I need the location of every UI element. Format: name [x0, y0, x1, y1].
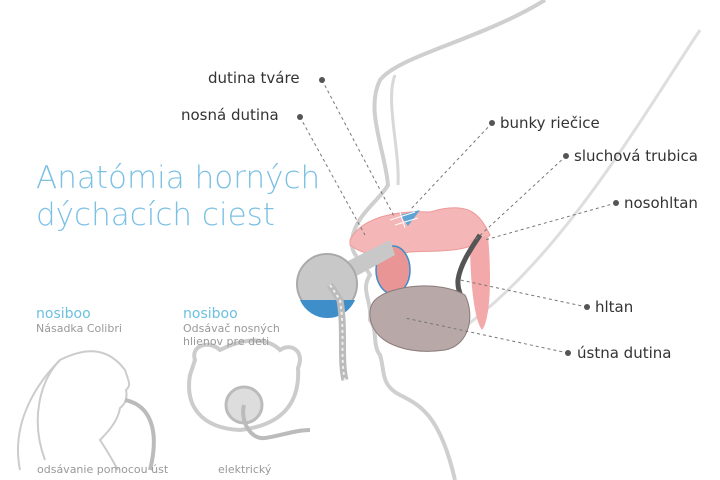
label-nosohltan: nosohltan — [624, 194, 698, 212]
label-sluchova-trubica: sluchová trubica — [574, 147, 698, 165]
girl-silhouette — [17, 350, 131, 471]
brand-logo: nosiboo — [183, 306, 238, 322]
page-title: Anatómia horných dýchacích ciest — [36, 160, 321, 233]
leader-lines — [299, 79, 617, 354]
product-name: Násadka Colibri — [36, 322, 122, 335]
bear-device — [187, 338, 302, 433]
brand-logo: nosiboo — [36, 306, 91, 322]
product-caption: elektrický — [218, 463, 272, 476]
label-dutina-tvare: dutina tváre — [208, 69, 300, 87]
label-hltan: hltan — [595, 298, 634, 316]
product-caption: odsávanie pomocou úst — [37, 463, 169, 476]
label-dots — [297, 77, 619, 356]
oral-cavity — [369, 285, 471, 352]
pharynx — [470, 236, 490, 330]
label-bunky-riecice: bunky riečice — [500, 114, 600, 132]
label-nosna-dutina: nosná dutina — [181, 106, 279, 124]
label-ustna-dutina: ústna dutina — [577, 344, 672, 362]
